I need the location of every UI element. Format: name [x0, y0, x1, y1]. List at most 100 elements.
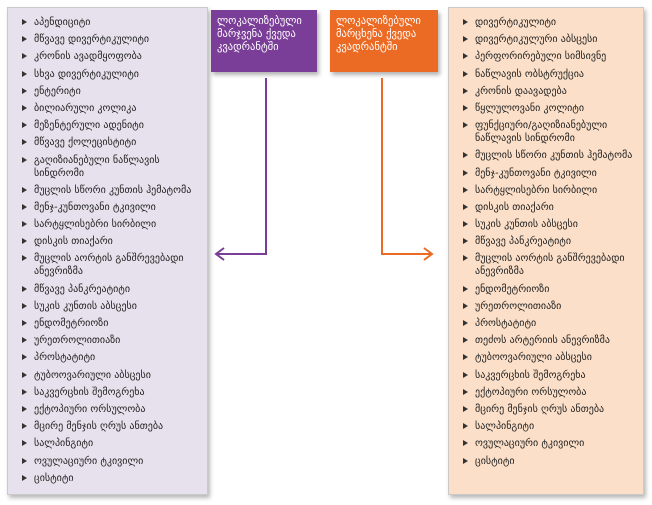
left-lower-quadrant-list-item-label: ოვულაციური ტკივილი — [475, 438, 585, 450]
triangle-bullet-icon — [22, 186, 27, 193]
right-lower-quadrant-list-item-label: ურეთროლითიაზი — [34, 335, 121, 347]
triangle-bullet-icon — [22, 474, 27, 481]
left-lower-quadrant-list-item-label: სუკის კუნთის აბსცესი — [475, 219, 578, 231]
triangle-bullet-icon — [22, 104, 27, 111]
right-lower-quadrant-list-item: კრონის ავადმყოფობა — [22, 50, 201, 63]
right-lower-quadrant-list-item: მეზენტერული ადენიტი — [22, 119, 201, 132]
left-lower-quadrant-list-item: მწვავე პანკრეატიტი — [463, 235, 637, 248]
triangle-bullet-icon — [463, 440, 468, 447]
right-lower-quadrant-list-item: ექტოპიური ორსულობა — [22, 403, 201, 416]
right-lower-quadrant-header-text: ლოკალიზებული მარჯვენა ქვედა კვადრანტში — [217, 15, 302, 53]
left-lower-quadrant-list-item-label: ტუბოოვარიული აბსცესი — [475, 352, 592, 364]
left-lower-quadrant-list-item: ტუბოოვარიული აბსცესი — [463, 351, 637, 364]
triangle-bullet-icon — [22, 302, 27, 309]
right-lower-quadrant-list-item: საკვერცხის შემოგრეხა — [22, 386, 201, 399]
right-lower-quadrant-list-item-label: მწვავე ქოლეცისტიტი — [34, 137, 137, 149]
right-lower-quadrant-list-item: სხვა დივერტიკულიტი — [22, 68, 201, 81]
left-lower-quadrant-list-item-label: ნაწლავის ობსტრუქცია — [475, 68, 584, 80]
right-lower-quadrant-list-item: გაღიზიანებული ნაწლავის სინდრომი — [22, 154, 201, 180]
left-lower-quadrant-list-item: კრონის დაავადება — [463, 85, 637, 98]
left-lower-quadrant-list-item-label: მუცლის სწორი კუნთის ჰემატომა — [475, 150, 633, 162]
right-lower-quadrant-list-item-label: ცისტიტი — [34, 472, 74, 484]
triangle-bullet-icon — [22, 320, 27, 326]
right-lower-quadrant-list-item-label: მუცლის სწორი კუნთის ჰემატომა — [34, 184, 192, 196]
left-lower-quadrant-list-item-label: წყლულოვანი კოლიტი — [475, 102, 585, 114]
triangle-bullet-icon — [463, 104, 468, 111]
triangle-bullet-icon — [22, 156, 27, 163]
left-lower-quadrant-list-item: სარტყლისებრი სირბილი — [463, 184, 637, 197]
right-lower-quadrant-list-item-label: სალპინგიტი — [34, 438, 94, 450]
triangle-bullet-icon — [22, 388, 27, 395]
left-lower-quadrant-list-item-label: პროსტატიტი — [475, 318, 537, 329]
left-lower-quadrant-list-item-label: დივერტიკულიტი — [475, 17, 557, 28]
triangle-bullet-icon — [22, 285, 27, 292]
right-lower-quadrant-list-item: ენტერიტი — [22, 85, 201, 98]
triangle-bullet-icon — [463, 354, 468, 361]
left-lower-quadrant-list-item-label: პერფორირებული სიმსივნე — [475, 51, 607, 63]
left-lower-quadrant-list-item: მუცლის სწორი კუნთის ჰემატომა — [463, 149, 637, 162]
right-lower-quadrant-list-item-label: ექტოპიური ორსულობა — [34, 403, 146, 415]
triangle-bullet-icon — [22, 36, 27, 43]
left-lower-quadrant-list-item-label: კრონის დაავადება — [475, 85, 567, 97]
right-lower-quadrant-list-item: ტუბოოვარიული აბსცესი — [22, 369, 201, 382]
left-lower-quadrant-list-item-label: დისკის თიაქარი — [475, 201, 554, 213]
right-lower-quadrant-list-item-label: მუცლის აორტის განშრევებადი ანევრიზმა — [34, 253, 184, 278]
triangle-bullet-icon — [22, 221, 27, 228]
left-lower-quadrant-list-item-label: ექტოპიური ორსულობა — [475, 386, 587, 398]
left-lower-quadrant-list-item: დისკის თიაქარი — [463, 201, 637, 214]
left-lower-quadrant-list-item-label: საკვერცხის შემოგრეხა — [475, 369, 586, 381]
right-lower-quadrant-list-item: მუცლის აორტის განშრევებადი ანევრიზმა — [22, 252, 201, 278]
triangle-bullet-icon — [463, 405, 468, 412]
triangle-bullet-icon — [463, 36, 468, 43]
triangle-bullet-icon — [22, 238, 27, 245]
right-lower-quadrant-list-item-label: დისკის თიაქარი — [34, 236, 113, 248]
triangle-bullet-icon — [463, 371, 468, 378]
right-lower-quadrant-list-item-label: მენჯ-კუნთოვანი ტკივილი — [34, 201, 156, 213]
left-lower-quadrant-list-item-label: მცირე მენჯის ღრუს ანთება — [475, 403, 605, 415]
right-lower-quadrant-list-item: მენჯ-კუნთოვანი ტკივილი — [22, 201, 201, 214]
left-lower-quadrant-list-item-label: თეძოს არტერიის ანევრიზმა — [475, 335, 610, 347]
left-lower-quadrant-list-panel: დივერტიკულიტი დივერტიკულური აბსცესი პერფორ… — [448, 7, 644, 495]
left-lower-quadrant-list-item: მენჯ-კუნთოვანი ტკივილი — [463, 167, 637, 180]
right-lower-quadrant-header: ლოკალიზებული მარჯვენა ქვედა კვადრანტში — [211, 10, 317, 72]
right-lower-quadrant-list-item-label: გაღიზიანებული ნაწლავის სინდრომი — [34, 154, 160, 179]
triangle-bullet-icon — [22, 337, 27, 344]
left-lower-quadrant-list-item: მცირე მენჯის ღრუს ანთება — [463, 403, 637, 416]
left-lower-quadrant-list-item: დივერტიკულიტი — [463, 16, 637, 29]
left-lower-quadrant-list-item-label: მენჯ-კუნთოვანი ტკივილი — [475, 167, 597, 179]
right-lower-quadrant-list-item-label: ბილიარული კოლიკა — [34, 102, 137, 114]
triangle-bullet-icon — [463, 320, 468, 326]
left-lower-quadrant-list-item: პროსტატიტი — [463, 317, 637, 330]
right-lower-quadrant-list-item-label: პროსტატიტი — [34, 352, 96, 364]
left-lower-quadrant-list-item: ოვულაციური ტკივილი — [463, 437, 637, 450]
left-lower-quadrant-list-item: ცისტიტი — [463, 455, 637, 468]
left-lower-quadrant-list-item-label: სალპინგიტი — [475, 421, 535, 433]
triangle-bullet-icon — [463, 87, 468, 94]
right-lower-quadrant-list-item-label: აპენდიციტი — [34, 17, 91, 28]
triangle-bullet-icon — [22, 87, 27, 94]
triangle-bullet-icon — [22, 255, 27, 262]
triangle-bullet-icon — [463, 423, 468, 430]
triangle-bullet-icon — [463, 122, 468, 129]
right-lower-quadrant-list-item: მწვავე პანკრეატიტი — [22, 283, 201, 296]
right-lower-quadrant-list-item: მწვავე ქოლეცისტიტი — [22, 136, 201, 149]
left-lower-quadrant-list-item-label: დივერტიკულური აბსცესი — [475, 34, 598, 46]
right-lower-quadrant-list-item-label: ოვულაციური ტკივილი — [34, 455, 144, 467]
left-lower-quadrant-list-item: ენდომეტრიოზი — [463, 283, 637, 296]
triangle-bullet-icon — [22, 423, 27, 430]
triangle-bullet-icon — [22, 457, 27, 464]
right-lower-quadrant-list-item: მუცლის სწორი კუნთის ჰემატომა — [22, 184, 201, 197]
right-lower-quadrant-list-item: მცირე მენჯის ღრუს ანთება — [22, 420, 201, 433]
left-lower-quadrant-list-item: თეძოს არტერიის ანევრიზმა — [463, 334, 637, 347]
left-lower-quadrant-list-item: სუკის კუნთის აბსცესი — [463, 218, 637, 231]
triangle-bullet-icon — [463, 457, 468, 464]
triangle-bullet-icon — [22, 19, 27, 25]
triangle-bullet-icon — [22, 139, 27, 146]
left-lower-quadrant-header-text: ლოკალიზებული მარცხენა ქვედა კვადრანტში — [336, 15, 421, 53]
right-lower-quadrant-list-item: პროსტატიტი — [22, 351, 201, 364]
right-lower-quadrant-list-item: სარტყლისებრი სირბილი — [22, 218, 201, 231]
triangle-bullet-icon — [463, 53, 468, 60]
